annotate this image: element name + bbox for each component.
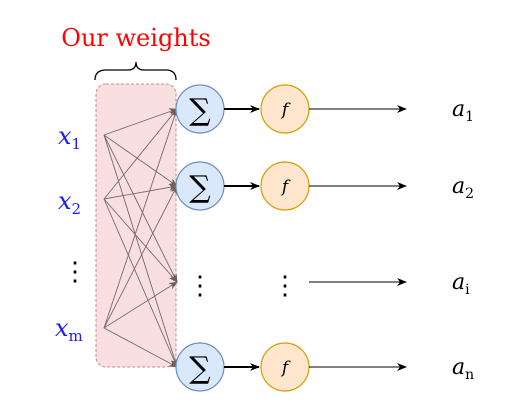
weight-line <box>103 108 178 329</box>
weight-line <box>103 134 178 368</box>
weight-line <box>103 327 178 368</box>
weight-line <box>103 134 178 187</box>
neuron-row-2: ∑ f a2 <box>175 161 474 211</box>
weight-line <box>103 198 178 283</box>
sum-dots: ⋮ <box>187 271 213 301</box>
output-ai: ai <box>452 270 470 298</box>
input-x2: x2 <box>58 187 81 218</box>
weight-connections <box>103 108 178 368</box>
output-a1: a1 <box>452 97 474 125</box>
sum-symbol-2: ∑ <box>189 170 211 205</box>
output-an: an <box>452 355 474 383</box>
activation-dots: ⋮ <box>272 271 298 301</box>
input-x1: x1 <box>58 122 81 153</box>
input-xm: xm <box>55 314 83 345</box>
activation-symbol-2: f <box>280 177 291 197</box>
sum-symbol-1: ∑ <box>189 93 211 128</box>
weights-brace <box>94 61 177 81</box>
weight-line <box>103 185 178 329</box>
weight-line <box>103 134 178 283</box>
output-a2: a2 <box>452 174 474 202</box>
neuron-row-n: ∑ f an <box>175 342 474 392</box>
activation-symbol-1: f <box>280 100 291 120</box>
weight-line <box>103 108 178 136</box>
activation-symbol-n: f <box>280 358 291 378</box>
sum-symbol-n: ∑ <box>189 351 211 386</box>
weight-line <box>103 183 178 200</box>
input-labels: x1 x2 ⋮ xm <box>55 122 88 345</box>
weights-box <box>95 83 177 368</box>
weight-line <box>103 108 178 200</box>
neuron-row-i: ⋮ ⋮ ai <box>187 270 470 301</box>
input-dots: ⋮ <box>62 257 88 287</box>
neuron-row-1: ∑ f a1 <box>175 84 474 134</box>
weights-title: Our weights <box>61 24 210 52</box>
weight-line <box>103 281 178 329</box>
weight-line <box>103 198 178 368</box>
